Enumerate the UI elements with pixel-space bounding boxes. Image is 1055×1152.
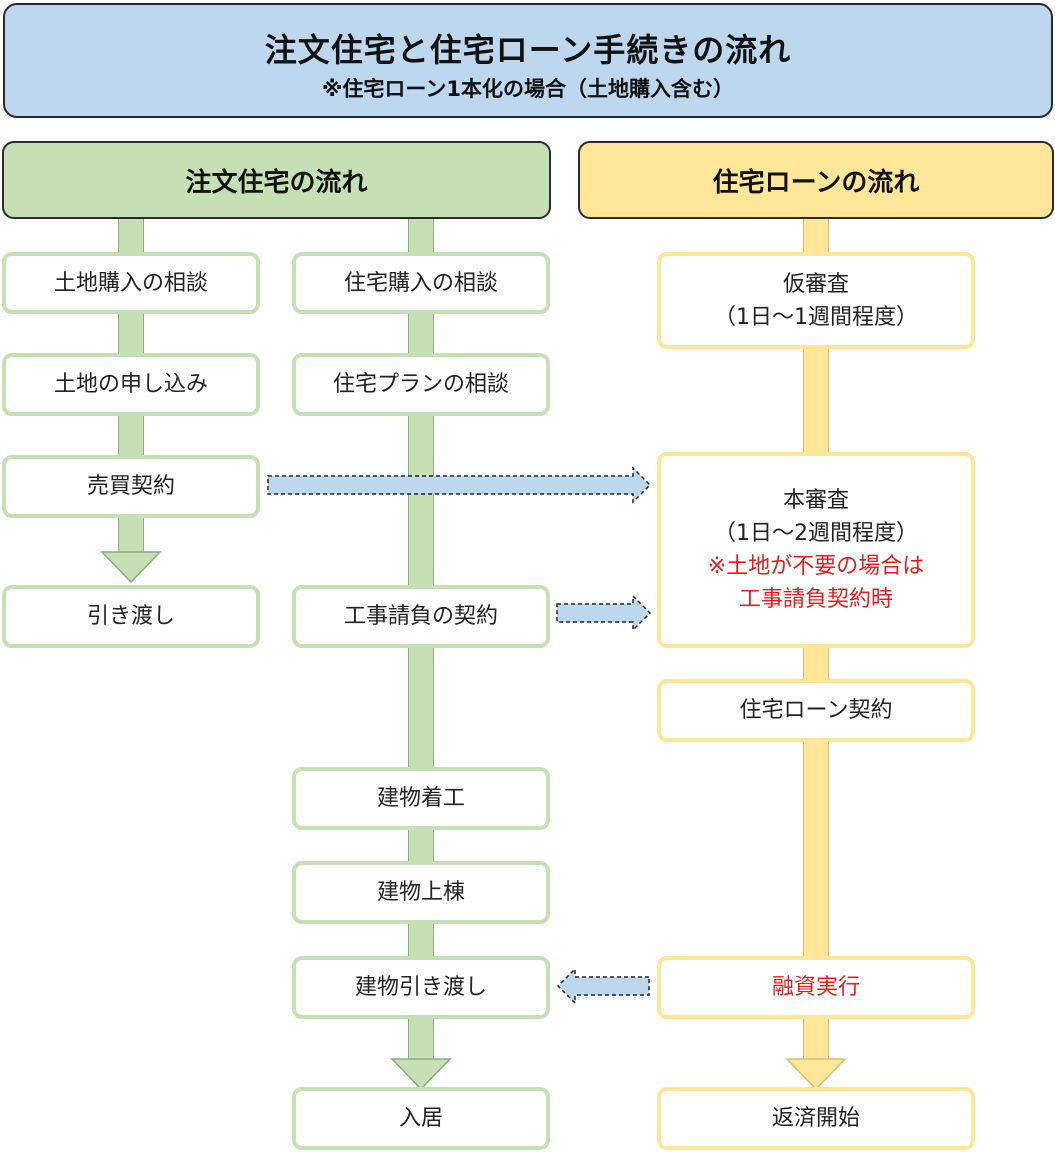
step-label: 仮審査 <box>782 271 849 297</box>
loan-step-pre-screening: 仮審査 （1日～1週間程度） <box>657 252 975 349</box>
house-step-consultation: 住宅購入の相談 <box>292 252 550 314</box>
step-label: 建物引き渡し <box>354 975 487 1000</box>
page-subtitle: ※住宅ローン1本化の場合（土地購入含む） <box>322 77 734 101</box>
step-label: 土地の申し込み <box>53 372 208 397</box>
land-flow-arrowhead <box>100 551 162 584</box>
construction-contract-to-main-screening-arrow <box>556 594 652 632</box>
house-step-move-in: 入居 <box>292 1087 550 1150</box>
step-label: 返済開始 <box>771 1106 860 1131</box>
step-note: 工事請負契約時 <box>738 587 893 612</box>
house-step-framing: 建物上棟 <box>292 861 550 924</box>
step-note: ※土地が不要の場合は <box>707 554 925 579</box>
land-step-handover: 引き渡し <box>2 585 260 648</box>
sales-contract-to-main-screening-arrow <box>267 466 652 504</box>
step-label: 引き渡し <box>86 604 175 629</box>
land-step-application: 土地の申し込み <box>2 353 260 416</box>
house-flow-header: 注文住宅の流れ <box>2 141 551 219</box>
loan-flow-header: 住宅ローンの流れ <box>578 141 1054 219</box>
step-label: 建物着工 <box>376 786 465 811</box>
step-label: 住宅プランの相談 <box>332 372 509 397</box>
land-step-sales-contract: 売買契約 <box>2 455 260 518</box>
house-step-plan-consultation: 住宅プランの相談 <box>292 353 550 416</box>
step-label: 本審査 <box>782 488 849 513</box>
loan-flow-arrowhead <box>785 1058 847 1091</box>
step-duration: （1日～2週間程度） <box>714 521 918 546</box>
loan-step-disbursement: 融資実行 <box>657 956 975 1019</box>
house-step-building-handover: 建物引き渡し <box>292 956 550 1019</box>
disbursement-to-handover-arrow <box>556 967 650 1005</box>
house-step-construction-contract: 工事請負の契約 <box>292 585 550 648</box>
loan-step-repayment-start: 返済開始 <box>657 1087 975 1150</box>
loan-step-main-screening: 本審査 （1日～2週間程度） ※土地が不要の場合は 工事請負契約時 <box>657 452 975 648</box>
step-label: 住宅購入の相談 <box>343 270 498 296</box>
title-banner: 注文住宅と住宅ローン手続きの流れ ※住宅ローン1本化の場合（土地購入含む） <box>3 3 1053 118</box>
page-title: 注文住宅と住宅ローン手続きの流れ <box>264 31 792 69</box>
step-label: 土地購入の相談 <box>53 270 208 296</box>
step-label: 工事請負の契約 <box>343 604 498 629</box>
step-label: 建物上棟 <box>376 880 465 905</box>
house-flow-arrowhead <box>390 1058 452 1091</box>
land-step-consultation: 土地購入の相談 <box>2 252 260 314</box>
step-label: 住宅ローン契約 <box>739 698 893 723</box>
step-label: 売買契約 <box>86 474 175 499</box>
step-label: 入居 <box>398 1106 443 1131</box>
loan-step-contract: 住宅ローン契約 <box>657 679 975 742</box>
step-label: 融資実行 <box>771 975 860 1000</box>
step-duration: （1日～1週間程度） <box>714 304 918 330</box>
house-step-construction-start: 建物着工 <box>292 767 550 830</box>
